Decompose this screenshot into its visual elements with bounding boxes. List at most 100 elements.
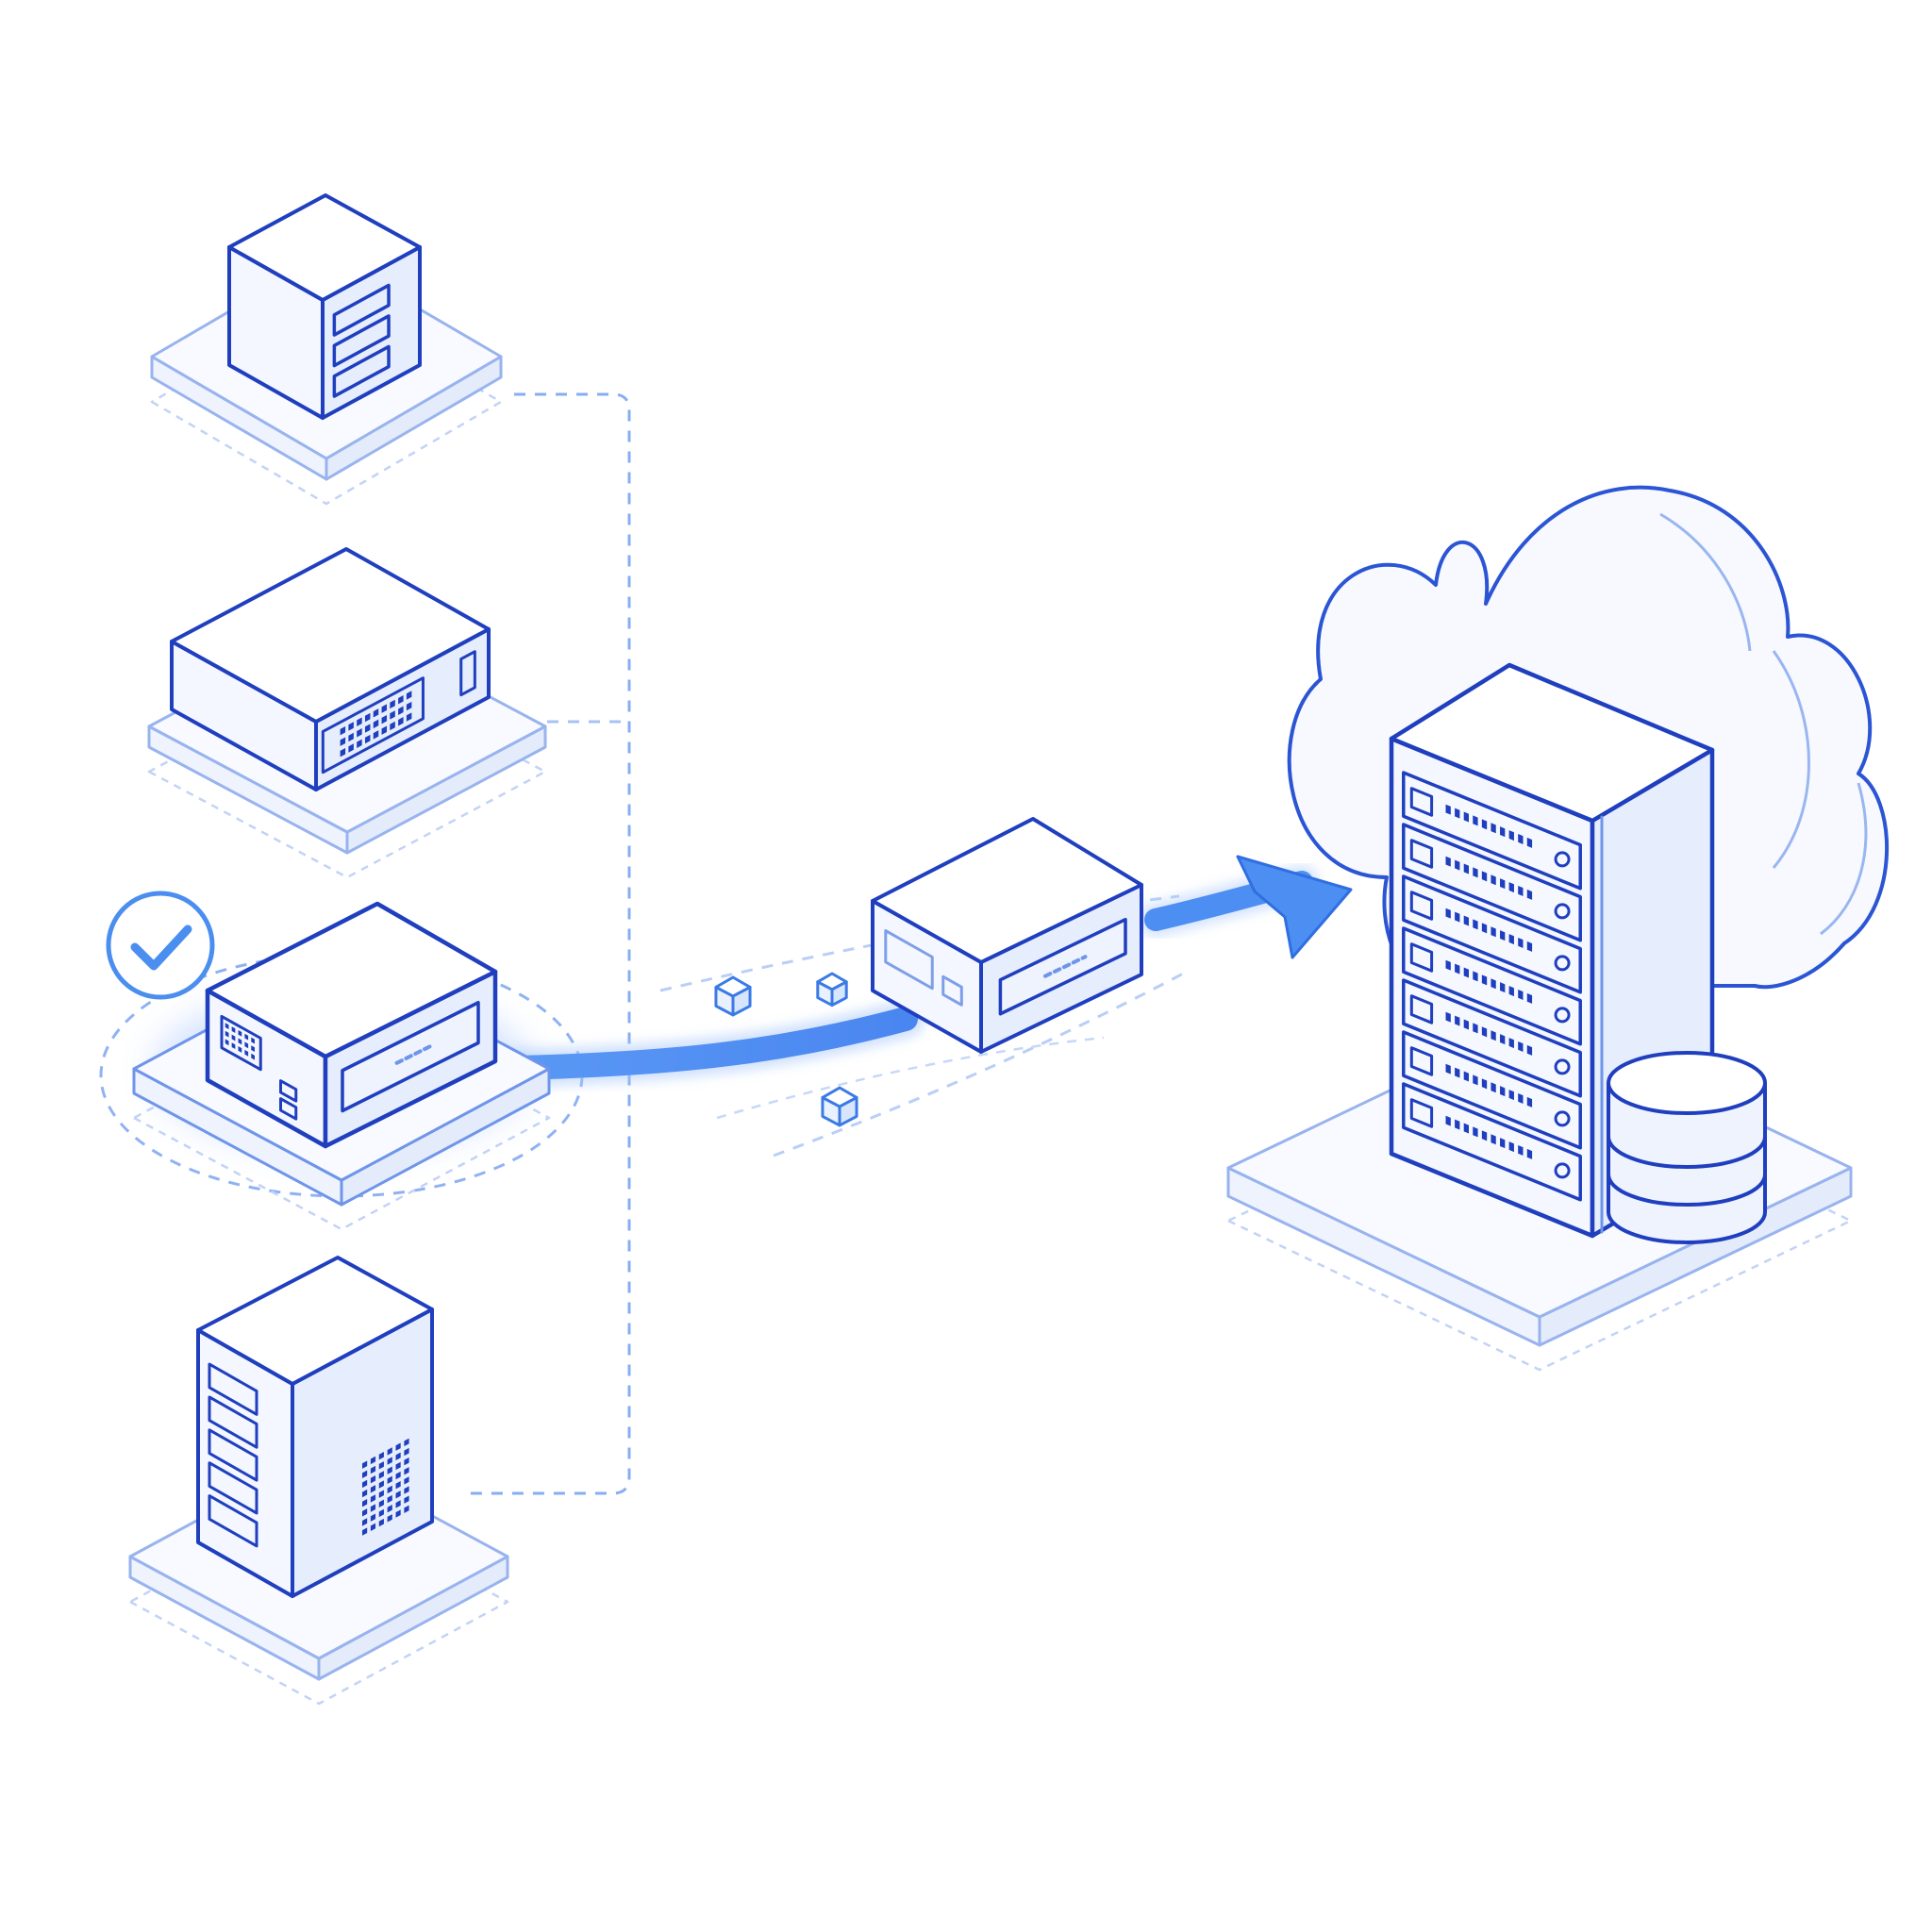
- vent-hole: [395, 1471, 401, 1480]
- vent-hole: [395, 1452, 401, 1461]
- rack-led: [1508, 934, 1514, 945]
- rack-led: [1455, 911, 1460, 923]
- port-led: [357, 728, 362, 738]
- tower-bay: [208, 1428, 258, 1482]
- rack-led: [1491, 823, 1496, 834]
- vent-hole: [362, 1518, 368, 1526]
- rack-led: [1526, 1148, 1533, 1159]
- port-led: [406, 691, 412, 700]
- rack-led: [1518, 938, 1524, 948]
- rack-handle: [1409, 1098, 1434, 1128]
- vent-hole: [370, 1485, 376, 1493]
- rack-led: [1463, 811, 1470, 823]
- vent-hole: [244, 1049, 249, 1057]
- vent-hole: [370, 1465, 376, 1474]
- vent-hole: [370, 1513, 376, 1522]
- port-led: [381, 704, 388, 713]
- rack-led: [1445, 804, 1451, 815]
- vent-hole: [362, 1489, 368, 1498]
- rack-power-indicator: [1554, 1007, 1571, 1024]
- vent-hole: [225, 1023, 229, 1030]
- rack-power-indicator: [1554, 1058, 1571, 1075]
- rack-led: [1455, 963, 1460, 974]
- port-led: [390, 699, 395, 709]
- rack-led: [1463, 1071, 1470, 1082]
- rack-led: [1518, 1041, 1524, 1052]
- rack-power-indicator: [1554, 1162, 1571, 1179]
- vent-hole: [404, 1505, 409, 1514]
- vent-hole: [395, 1500, 401, 1508]
- flow-arrow-icon: [1236, 855, 1353, 959]
- relay-orbit-middle: [716, 1036, 1105, 1120]
- port-led: [340, 737, 346, 746]
- rack-led: [1481, 871, 1488, 882]
- port-led: [398, 706, 404, 715]
- rack-led: [1526, 837, 1533, 848]
- rack-led: [1463, 1123, 1470, 1134]
- rack-led: [1481, 1130, 1488, 1141]
- vent-hole: [231, 1042, 236, 1050]
- rack-led: [1508, 1141, 1514, 1153]
- vent-hole: [387, 1485, 392, 1494]
- rack-led: [1526, 992, 1533, 1004]
- rack-handle: [1409, 994, 1434, 1024]
- vent-hole: [238, 1046, 242, 1053]
- rack-led: [1473, 867, 1478, 878]
- rack-led: [1518, 886, 1524, 896]
- vent-hole: [404, 1467, 409, 1475]
- vent-hole: [362, 1527, 368, 1536]
- vent-hole: [387, 1494, 392, 1504]
- rack-led: [1455, 859, 1460, 871]
- rack-handle: [1409, 839, 1434, 869]
- rack-led: [1445, 1063, 1451, 1074]
- rack-handle: [1409, 942, 1434, 973]
- rack-led: [1481, 974, 1488, 986]
- rack-power-indicator: [1554, 903, 1571, 920]
- vent-hole: [362, 1479, 368, 1489]
- rack-led: [1526, 1044, 1533, 1056]
- tower-bay: [208, 1461, 258, 1515]
- vent-hole: [370, 1504, 376, 1512]
- vent-hole: [378, 1480, 384, 1489]
- port-led: [340, 725, 346, 736]
- rack-led: [1481, 1026, 1488, 1038]
- vent-hole: [251, 1053, 255, 1060]
- port-led: [398, 717, 404, 726]
- check-circle-ring: [106, 891, 215, 1000]
- vent-hole: [244, 1033, 249, 1041]
- tower-server-icon: [196, 1256, 434, 1598]
- display-indicator: [1043, 955, 1088, 978]
- vent-hole: [378, 1452, 384, 1460]
- rack-led: [1455, 808, 1460, 819]
- vent-hole: [362, 1498, 368, 1507]
- status-light: [279, 1079, 298, 1103]
- vent-hole: [362, 1460, 368, 1469]
- rack-led: [1473, 1126, 1478, 1138]
- port-led: [373, 730, 379, 740]
- compact-server-icon: [227, 193, 422, 420]
- flow-segment-in: [505, 1007, 918, 1080]
- drive-slot: [332, 344, 391, 398]
- vent-hole: [387, 1514, 392, 1523]
- vent-hole: [395, 1491, 401, 1499]
- rack-led: [1481, 1078, 1488, 1090]
- rack-handle: [1409, 1046, 1434, 1076]
- rack-led: [1500, 930, 1506, 941]
- rack-led: [1463, 915, 1470, 926]
- rack-led: [1455, 1015, 1460, 1026]
- bus-trunk-line: [467, 392, 631, 1495]
- rack-led: [1463, 967, 1470, 978]
- relay-box-icon: [871, 817, 1143, 1054]
- rack-led: [1473, 919, 1478, 930]
- display-indicator: [394, 1043, 433, 1065]
- gateway-box-icon: [205, 901, 498, 1149]
- rack-led: [1526, 1096, 1533, 1108]
- tower-bay: [208, 1362, 258, 1416]
- port-led: [364, 724, 371, 733]
- vent-hole: [387, 1475, 392, 1485]
- vent-hole: [395, 1481, 401, 1490]
- status-light: [941, 974, 963, 1007]
- port-led: [390, 721, 395, 731]
- rack-handle: [1409, 787, 1434, 817]
- data-packets: [714, 972, 858, 1127]
